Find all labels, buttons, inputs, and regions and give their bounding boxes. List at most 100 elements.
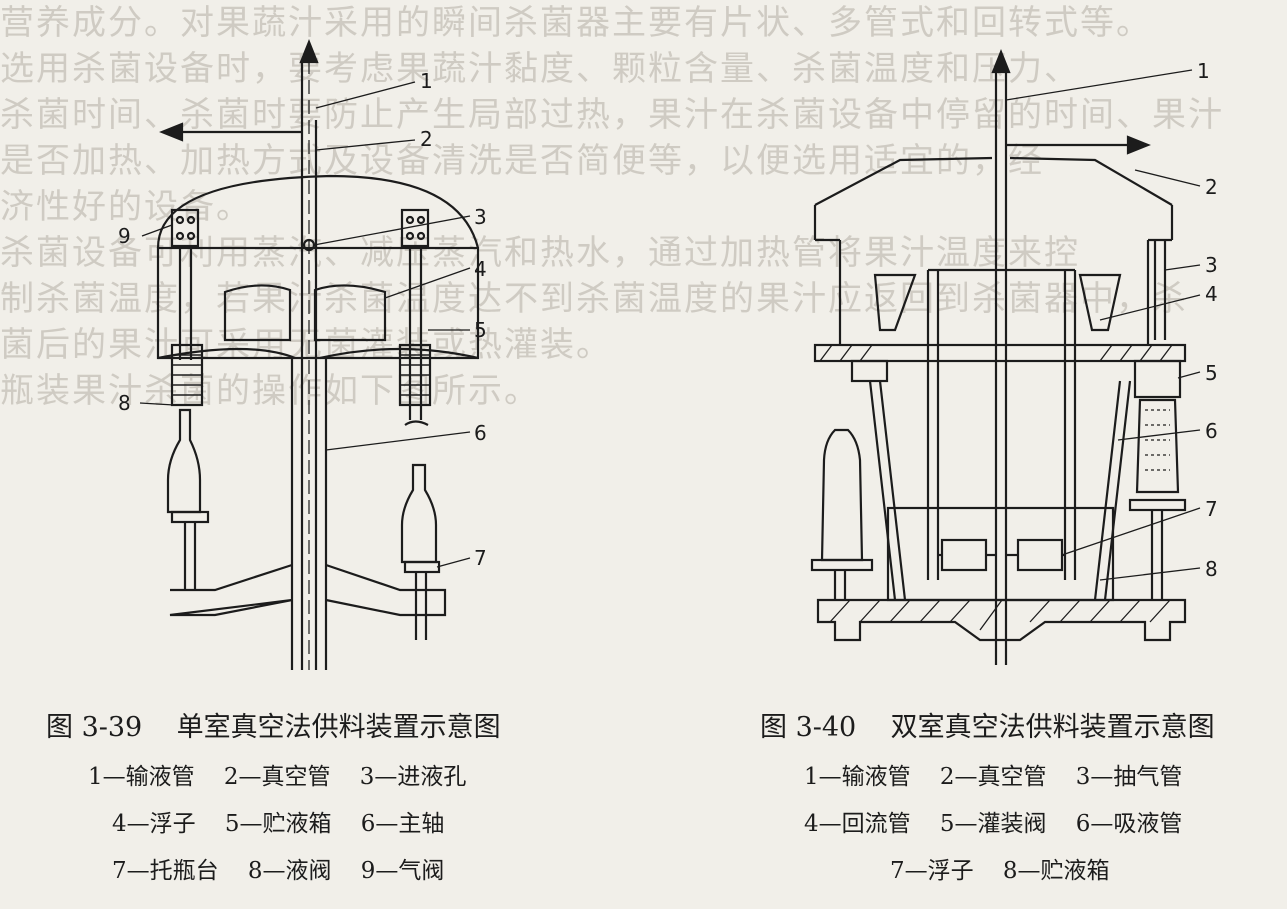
label-9: 9 xyxy=(118,224,131,248)
caption-title: 单室真空法供料装置示意图 xyxy=(176,712,501,743)
legend-item: 5—贮液箱 xyxy=(224,811,332,837)
legend-row: 4—回流管 5—灌装阀 6—吸液管 xyxy=(804,804,1182,838)
bottle-platform xyxy=(403,560,441,574)
leader-9 xyxy=(141,224,173,237)
bottle-platform-left xyxy=(170,510,210,524)
figure-caption: 图 3-40 双室真空法供料装置示意图 xyxy=(760,705,1215,744)
arrow-left-icon xyxy=(159,122,184,142)
tank-dome xyxy=(156,174,480,249)
background-line: 瓶装果汁杀菌的操作如下图所示。 xyxy=(0,371,540,411)
leader-2 xyxy=(315,139,416,151)
legend-item: 3—进液孔 xyxy=(359,764,467,790)
bottle-right xyxy=(400,463,438,564)
background-line: 营养成分。对果蔬汁采用的瞬间杀菌器主要有片状、多管式和回转式等。 xyxy=(0,3,1152,43)
leader-3 xyxy=(313,215,471,246)
label-7: 7 xyxy=(474,546,487,570)
return-pipe-left xyxy=(873,273,917,332)
background-line: 杀菌时间、杀菌时要防止产生局部过热，果汁在杀菌设备中停留的时间、果汁 xyxy=(0,95,1224,135)
figure-caption: 图 3-39 单室真空法供料装置示意图 xyxy=(46,705,501,744)
label-7: 7 xyxy=(1205,497,1218,521)
shaft-column xyxy=(290,358,328,670)
arrow-up-icon xyxy=(991,49,1011,74)
leader-5 xyxy=(1177,371,1201,379)
float-left xyxy=(223,284,292,342)
base-frame xyxy=(169,563,447,617)
label-1: 1 xyxy=(420,69,433,93)
caption-number: 图 3-39 xyxy=(46,712,143,743)
leader-1 xyxy=(315,81,416,109)
figure-3-40-diagram: 1 2 3 4 5 6 7 8 xyxy=(810,49,1218,665)
leader-8 xyxy=(1099,567,1201,581)
leader-3 xyxy=(1164,264,1201,271)
label-6: 6 xyxy=(1205,419,1218,443)
legend-row: 1—输液管 2—真空管 3—进液孔 xyxy=(88,757,466,791)
float-right xyxy=(1016,538,1064,572)
arrow-right-icon xyxy=(1126,135,1151,155)
caption-title: 双室真空法供料装置示意图 xyxy=(890,712,1215,743)
float-left xyxy=(940,538,988,572)
leader-6 xyxy=(325,431,471,451)
leader-1 xyxy=(1005,69,1193,101)
arrow-up-icon xyxy=(299,39,319,64)
legend-item: 2—真空管 xyxy=(939,764,1047,790)
bottle-platform-right xyxy=(1128,498,1187,512)
figure-3-40: 1 2 3 4 5 6 7 8 图 3-40 双室真空法供料装置示意图 1—输液… xyxy=(700,0,1287,909)
tank-roof xyxy=(814,156,1173,206)
bottle-right xyxy=(1135,398,1180,494)
valve-tip xyxy=(404,420,429,426)
legend-row: 1—输液管 2—真空管 3—抽气管 xyxy=(804,757,1182,791)
leader-8 xyxy=(139,402,175,406)
label-8: 8 xyxy=(118,391,131,415)
background-line: 制杀菌温度，若果汁杀菌温度达不到杀菌温度的果汁应返回到杀菌器中，杀 xyxy=(0,279,1188,319)
turntable-plate xyxy=(813,343,1187,363)
label-1: 1 xyxy=(1197,59,1210,83)
legend-item: 4—浮子 xyxy=(112,811,196,837)
label-3: 3 xyxy=(474,205,487,229)
leader-2 xyxy=(1134,169,1201,187)
label-5: 5 xyxy=(474,318,487,342)
bottle-platform-left xyxy=(810,558,874,572)
legend-item: 8—贮液箱 xyxy=(1002,858,1110,884)
legend-item: 1—输液管 xyxy=(804,764,911,790)
legend-item: 8—液阀 xyxy=(247,858,332,884)
filling-valve xyxy=(1133,359,1182,399)
return-pipe-right xyxy=(1078,273,1122,332)
figure-3-39-diagram: 1 2 3 4 5 6 7 8 9 xyxy=(118,39,487,670)
legend-item: 2—真空管 xyxy=(223,764,331,790)
label-2: 2 xyxy=(420,127,433,151)
leader-7 xyxy=(436,557,471,568)
suction-pipe-right xyxy=(1093,380,1132,601)
background-line: 选用杀菌设备时，要考虑果蔬汁黏度、颗粒含量、杀菌温度和压力、 xyxy=(0,49,1080,89)
storage-tank xyxy=(156,246,480,360)
legend-row: 7—托瓶台 8—液阀 9—气阀 xyxy=(112,851,444,885)
legend-item: 6—吸液管 xyxy=(1075,811,1183,837)
background-line: 是否加热、加热方式及设备清洗是否简便等，以便选用适宜的，经 xyxy=(0,141,1044,181)
bottle-left xyxy=(166,408,202,514)
label-2: 2 xyxy=(1205,175,1218,199)
legend-item: 4—回流管 xyxy=(804,811,911,837)
legend-row: 4—浮子 5—贮液箱 6—主轴 xyxy=(112,804,444,838)
leader-4 xyxy=(384,267,471,299)
bottle-left xyxy=(820,428,864,562)
label-3: 3 xyxy=(1205,253,1218,277)
legend-item: 5—灌装阀 xyxy=(939,811,1047,837)
float-right xyxy=(313,284,387,342)
leader-6 xyxy=(1117,429,1201,441)
label-6: 6 xyxy=(474,421,487,445)
label-5: 5 xyxy=(1205,361,1218,385)
suction-pipe-left xyxy=(868,380,907,601)
figure-3-39: 1 2 3 4 5 6 7 8 9 图 3-39 单室真空法供料装置示意图 1—… xyxy=(0,0,640,909)
legend-row: 7—浮子 8—贮液箱 xyxy=(890,851,1110,885)
filling-valve-left xyxy=(850,359,889,383)
leader-7 xyxy=(1061,507,1201,556)
base xyxy=(816,598,1187,642)
label-8: 8 xyxy=(1205,557,1218,581)
legend-item: 1—输液管 xyxy=(88,764,195,790)
label-4: 4 xyxy=(1205,282,1218,306)
label-4: 4 xyxy=(474,257,487,281)
legend-item: 6—主轴 xyxy=(360,811,445,837)
legend-item: 7—托瓶台 xyxy=(112,858,219,884)
caption-number: 图 3-40 xyxy=(760,712,857,743)
lower-tank xyxy=(886,506,1115,602)
legend-item: 9—气阀 xyxy=(360,858,445,884)
